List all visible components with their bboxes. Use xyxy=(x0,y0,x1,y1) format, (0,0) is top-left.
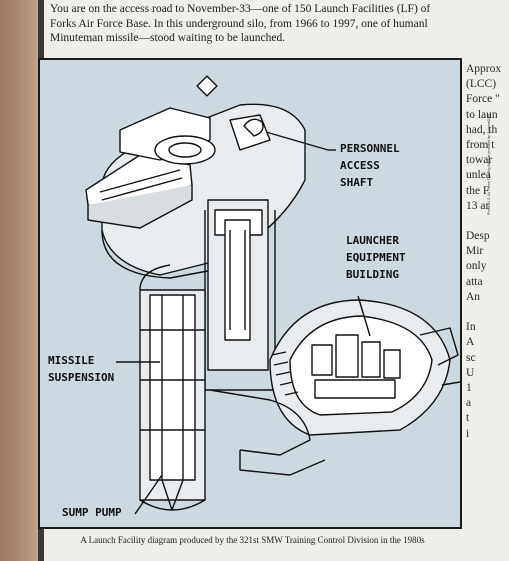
label-line: SUSPENSION xyxy=(48,371,115,384)
side-text-line: In xyxy=(466,321,476,334)
label-line: EQUIPMENT xyxy=(346,251,406,264)
silo-cutaway-illustration xyxy=(85,75,460,515)
side-text-line: U xyxy=(466,366,475,379)
label-personnel-access-shaft: PERSONNEL ACCESS SHAFT xyxy=(340,140,400,191)
side-text-line: i xyxy=(466,427,470,440)
side-text-line: An xyxy=(466,290,481,303)
side-text-line: Mir xyxy=(466,245,484,258)
label-line: LAUNCHER xyxy=(346,234,399,247)
side-text-line: to laun xyxy=(466,108,498,121)
side-text-line: 13 ar xyxy=(466,199,490,212)
label-line: ACCESS xyxy=(340,159,380,172)
label-missile-suspension: MISSILE SUSPENSION xyxy=(48,352,114,386)
side-text-line xyxy=(466,305,509,320)
label-line: SHAFT xyxy=(340,176,374,189)
label-launcher-equipment-building: LAUNCHER EQUIPMENT BUILDING xyxy=(346,232,406,283)
label-line: MISSILE xyxy=(48,354,95,367)
intro-line: Forks Air Force Base. In this undergroun… xyxy=(50,17,428,30)
side-text-line: had, th xyxy=(466,123,498,136)
side-text-line: Approx xyxy=(466,63,502,75)
side-text-line: a xyxy=(466,397,472,410)
diagram-caption: A Launch Facility diagram produced by th… xyxy=(80,535,425,545)
side-text-line: from t xyxy=(466,138,495,151)
label-sump-pump: SUMP PUMP xyxy=(62,506,122,519)
launch-facility-diagram: PERSONNEL ACCESS SHAFT LAUNCHER EQUIPMEN… xyxy=(38,58,491,529)
side-text-line: unlea xyxy=(466,169,491,182)
side-text-line: Desp xyxy=(466,230,490,243)
side-text-line: t xyxy=(466,412,470,425)
side-text-line: A xyxy=(466,336,475,349)
side-text-line: Force " xyxy=(466,93,500,106)
side-text-line: 1 xyxy=(466,381,472,394)
side-text-line: towar xyxy=(466,154,493,167)
side-text-line: the F xyxy=(466,184,490,197)
side-text-line: sc xyxy=(466,351,476,364)
label-line: BUILDING xyxy=(346,268,399,281)
side-text-line: only xyxy=(466,260,487,273)
side-text-line: (LCC) xyxy=(466,78,497,91)
intro-line: Minuteman missile—stood waiting to be la… xyxy=(50,32,286,45)
side-text-line xyxy=(466,214,509,229)
side-text-line: atta xyxy=(466,275,483,288)
intro-line: You are on the access road to November-3… xyxy=(50,3,431,15)
intro-text: You are on the access road to November-3… xyxy=(50,2,509,46)
label-line: PERSONNEL xyxy=(340,142,400,155)
